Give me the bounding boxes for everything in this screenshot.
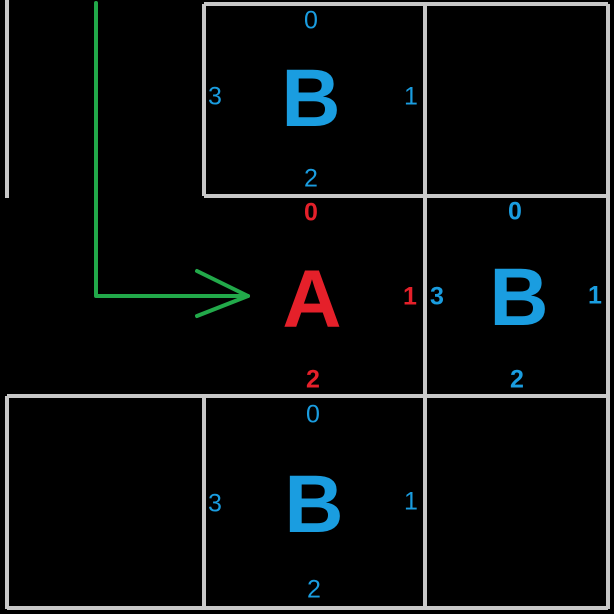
grid-lines — [5, 0, 610, 610]
bottom-cell-edge-1: 1 — [404, 487, 418, 516]
right-cell-edge-3: 3 — [430, 282, 444, 311]
bottom-cell-edge-2: 2 — [307, 575, 321, 604]
top-cell-letter: B — [281, 53, 341, 144]
entry-arrow — [94, 1, 250, 318]
bottom-cell-edge-0: 0 — [306, 400, 320, 429]
center-cell-edge-0: 0 — [304, 198, 318, 227]
right-cell-edge-1: 1 — [588, 281, 602, 310]
arrow-shaft — [94, 1, 250, 298]
top-cell-edge-0: 0 — [304, 6, 318, 35]
right-cell-edge-2: 2 — [510, 365, 524, 394]
arrow-head — [195, 269, 250, 318]
center-cell-edge-1: 1 — [403, 282, 417, 311]
center-cell-letter: A — [282, 254, 342, 345]
top-cell-edge-2: 2 — [304, 164, 318, 193]
center-cell-edge-2: 2 — [306, 365, 320, 394]
top-cell-edge-1: 1 — [404, 82, 418, 111]
top-cell-edge-3: 3 — [208, 82, 222, 111]
bottom-cell-letter: B — [284, 459, 344, 550]
right-cell-edge-0: 0 — [508, 197, 522, 226]
right-cell-letter: B — [489, 252, 549, 343]
bottom-cell-edge-3: 3 — [208, 489, 222, 518]
